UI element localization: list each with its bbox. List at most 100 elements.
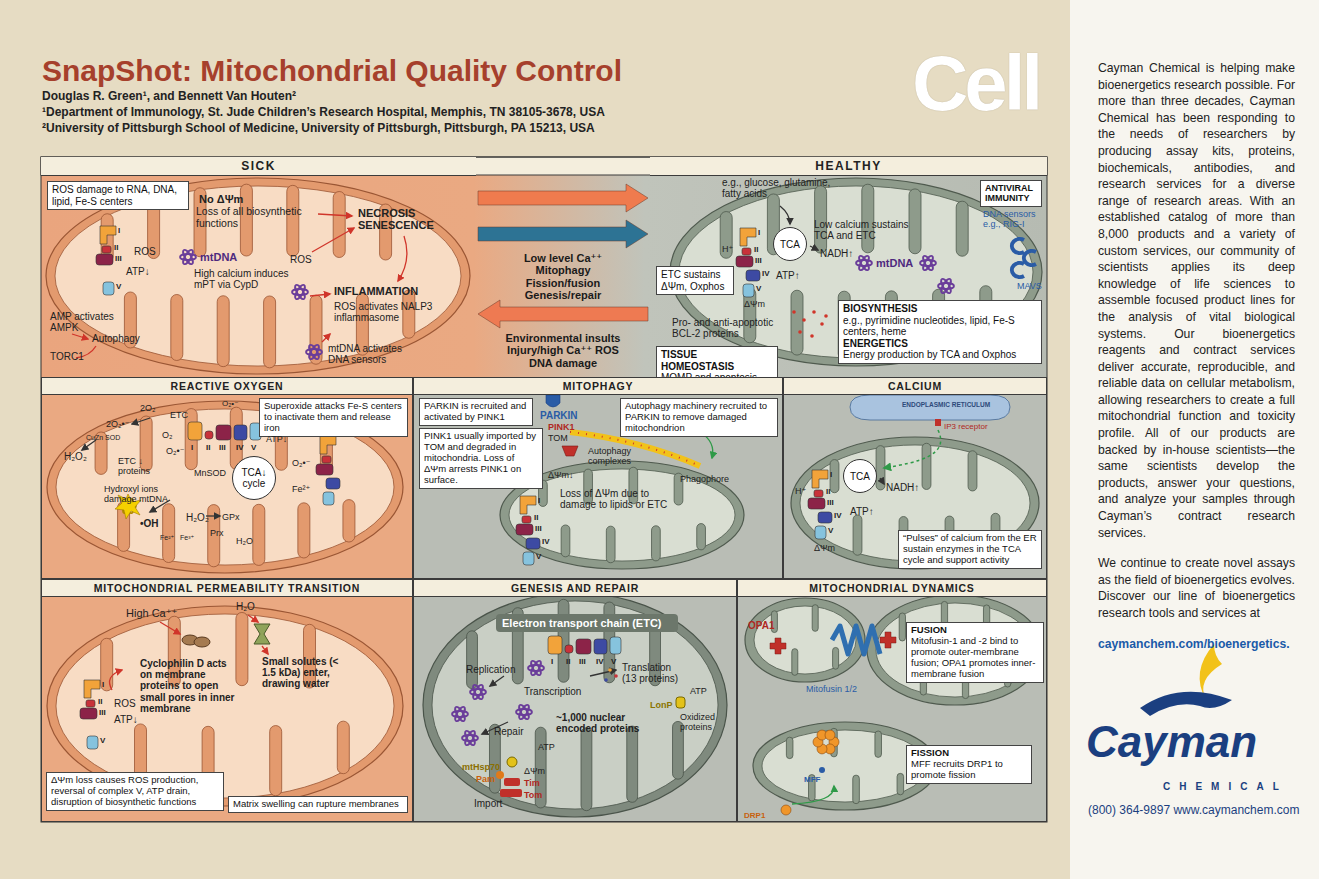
illustration-shape bbox=[746, 270, 760, 281]
annotation-label: Loss of ΔΨm due to damage to lipids or E… bbox=[560, 488, 670, 510]
annotation-label: mtDNA bbox=[200, 251, 237, 263]
annotation-label: ΔΨm bbox=[524, 766, 545, 776]
node-text: TISSUE HOMEOSTASIS bbox=[661, 349, 773, 372]
phagophore bbox=[570, 432, 700, 466]
illustration-shape bbox=[812, 470, 828, 488]
illustration-shape bbox=[594, 639, 607, 654]
mtdna-icon bbox=[306, 344, 322, 361]
illustration-shape bbox=[453, 706, 466, 723]
annotation-label: TOM bbox=[548, 433, 568, 443]
complex-numeral: II bbox=[534, 514, 538, 523]
sensor-icon bbox=[1012, 263, 1024, 277]
complex-numeral: II bbox=[566, 658, 570, 667]
leader-arrow bbox=[880, 478, 884, 484]
pam-icon bbox=[496, 771, 504, 779]
node-text: Cayman Chemical is helping make bioenerg… bbox=[1098, 60, 1295, 541]
illustration-shape bbox=[814, 490, 823, 497]
annotation-label: ΔΨm↓ bbox=[548, 470, 574, 480]
panel-heading: MITOCHONDRIAL PERMEABILITY TRANSITION bbox=[42, 580, 412, 597]
complex-numeral: III bbox=[755, 257, 762, 266]
annotation-label: H₂O bbox=[236, 536, 253, 546]
arrow-body bbox=[478, 300, 648, 328]
node-text: PINK1 usually imported by TOM and degrad… bbox=[424, 431, 538, 486]
calcium-arrow bbox=[884, 430, 941, 468]
node-text: We continue to create novel assays as th… bbox=[1098, 555, 1295, 621]
leader-arrow bbox=[248, 615, 258, 622]
illustration-shape bbox=[270, 726, 282, 796]
annotation-label: NECROSIS SENESCENCE bbox=[358, 207, 438, 232]
node-text: ETC sustains ΔΨm, Oxphos bbox=[661, 269, 729, 292]
peptide-dot bbox=[604, 678, 608, 682]
illustration-shape bbox=[897, 773, 904, 794]
complex-numeral: III bbox=[115, 255, 122, 264]
complex-numeral: I bbox=[118, 227, 120, 236]
note-box: Superoxide attacks Fe-S centers to inact… bbox=[259, 398, 408, 437]
bcl2-dot bbox=[792, 310, 796, 314]
annotation-label: Small solutes (< 1.5 kDa) enter, drawing… bbox=[262, 656, 348, 690]
complex-numeral: IV bbox=[834, 512, 842, 521]
mitofusin bbox=[832, 626, 880, 654]
complex-numeral: I bbox=[551, 658, 553, 667]
leader-arrow bbox=[310, 294, 330, 296]
illustration-shape bbox=[875, 731, 882, 757]
leader-arrow bbox=[398, 236, 407, 281]
leader-arrow bbox=[72, 334, 88, 339]
phagophore-dots bbox=[570, 432, 700, 466]
illustration-shape bbox=[853, 775, 860, 804]
panel-heading: MITOPHAGY bbox=[414, 378, 782, 395]
illustration-shape bbox=[517, 704, 530, 721]
annotation-label: O₂•⁻ bbox=[166, 446, 184, 456]
leader-arrow bbox=[810, 246, 818, 250]
annotation-label: ROS bbox=[290, 254, 312, 265]
illustration-shape bbox=[862, 184, 874, 253]
panel-heading: CALCIUM bbox=[784, 378, 1046, 395]
header-strip bbox=[41, 157, 1047, 175]
illustration-shape bbox=[46, 178, 470, 374]
mitochondrion bbox=[791, 437, 1039, 569]
note-box: PARKIN is recruited and activated by PIN… bbox=[419, 398, 533, 426]
annotation-label: ATP bbox=[538, 742, 555, 752]
annotation-label: e.g., glucose, glutamine, fatty acids bbox=[722, 177, 846, 199]
node-text: Superoxide attacks Fe-S centers to inact… bbox=[264, 401, 403, 434]
annotation-label: ¹Department of Immunology, St. Jude Chil… bbox=[42, 106, 605, 119]
illustration-shape bbox=[463, 730, 476, 747]
label-ground bbox=[496, 614, 678, 632]
annotation-label: ROS bbox=[114, 698, 136, 709]
complex-numeral: IV bbox=[596, 658, 604, 667]
illustration-shape bbox=[939, 278, 952, 295]
annotation-label: Douglas R. Green¹, and Bennett Van Houte… bbox=[42, 90, 296, 103]
annotation-label: Translation (13 proteins) bbox=[622, 662, 688, 684]
illustration-shape bbox=[306, 349, 322, 355]
annotation-label: Import bbox=[474, 798, 502, 809]
complex-numeral: IV bbox=[236, 444, 244, 453]
annotation-label: Cyclophilin D acts on membrane proteins … bbox=[140, 658, 236, 714]
transition-arrow bbox=[478, 184, 648, 212]
sidebar-background bbox=[1070, 0, 1319, 879]
illustration-shape bbox=[320, 436, 336, 454]
illustration-shape bbox=[652, 526, 661, 561]
illustration-shape bbox=[236, 612, 248, 685]
complex-numeral: IV bbox=[762, 270, 770, 279]
illustration-shape bbox=[293, 284, 306, 301]
leader-arrow bbox=[590, 670, 616, 676]
illustration-shape bbox=[516, 524, 533, 535]
illustration-shape bbox=[171, 294, 183, 360]
annotation-label: NADH↑ bbox=[886, 482, 919, 493]
annotation-label: ATP↓ bbox=[114, 714, 138, 725]
annotation-label: ATP↑ bbox=[776, 270, 800, 281]
mitochondrion bbox=[46, 178, 470, 374]
annotation-label: DNA sensors e.g., RIG-I bbox=[983, 209, 1047, 229]
illustration-shape bbox=[899, 613, 905, 641]
mtdna-icon bbox=[856, 255, 872, 272]
illustration-shape bbox=[292, 289, 308, 295]
node-text: Autophagy machinery recruited to PARKIN … bbox=[625, 401, 773, 434]
leader-arrow bbox=[780, 206, 790, 224]
complex-numeral: I bbox=[191, 444, 193, 453]
complex-numeral: II bbox=[754, 246, 758, 255]
annotation-label: Fe³⁺ bbox=[180, 534, 194, 542]
mtdna-icon bbox=[292, 284, 308, 301]
annotation-label: Prx bbox=[210, 528, 224, 538]
illustration-shape bbox=[856, 260, 872, 266]
illustration-shape bbox=[216, 425, 231, 440]
